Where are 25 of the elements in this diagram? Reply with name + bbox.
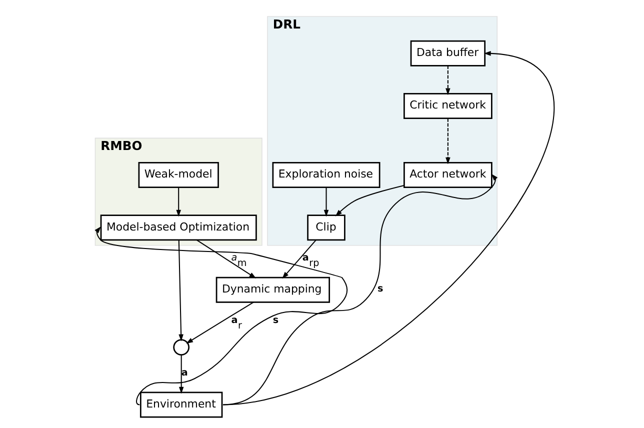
node-box: Exploration noise (272, 162, 380, 188)
arrow (222, 51, 554, 406)
arrow (446, 66, 450, 96)
node-circle (173, 339, 190, 356)
node-box: Data buffer (410, 40, 486, 66)
arrow (324, 187, 329, 217)
arrow (222, 174, 498, 406)
edge-label: s (272, 314, 279, 326)
arrow (186, 302, 254, 344)
node-box: Clip (307, 214, 346, 241)
arrow (178, 354, 184, 394)
arrow (335, 184, 404, 216)
arrow (446, 118, 450, 164)
node-box: Critic network (404, 93, 492, 119)
arrow (176, 187, 181, 217)
arrow (94, 226, 348, 406)
node-box: Actor network (404, 162, 492, 188)
arrow (196, 240, 256, 278)
node-box: Environment (140, 392, 223, 418)
node-box: Model-based Optimization (100, 214, 257, 241)
arrow (282, 240, 316, 279)
arrow (178, 240, 184, 342)
node-box: Weak-model (138, 162, 219, 188)
edge-label: s (378, 284, 384, 295)
node-box: Dynamic mapping (216, 276, 330, 303)
